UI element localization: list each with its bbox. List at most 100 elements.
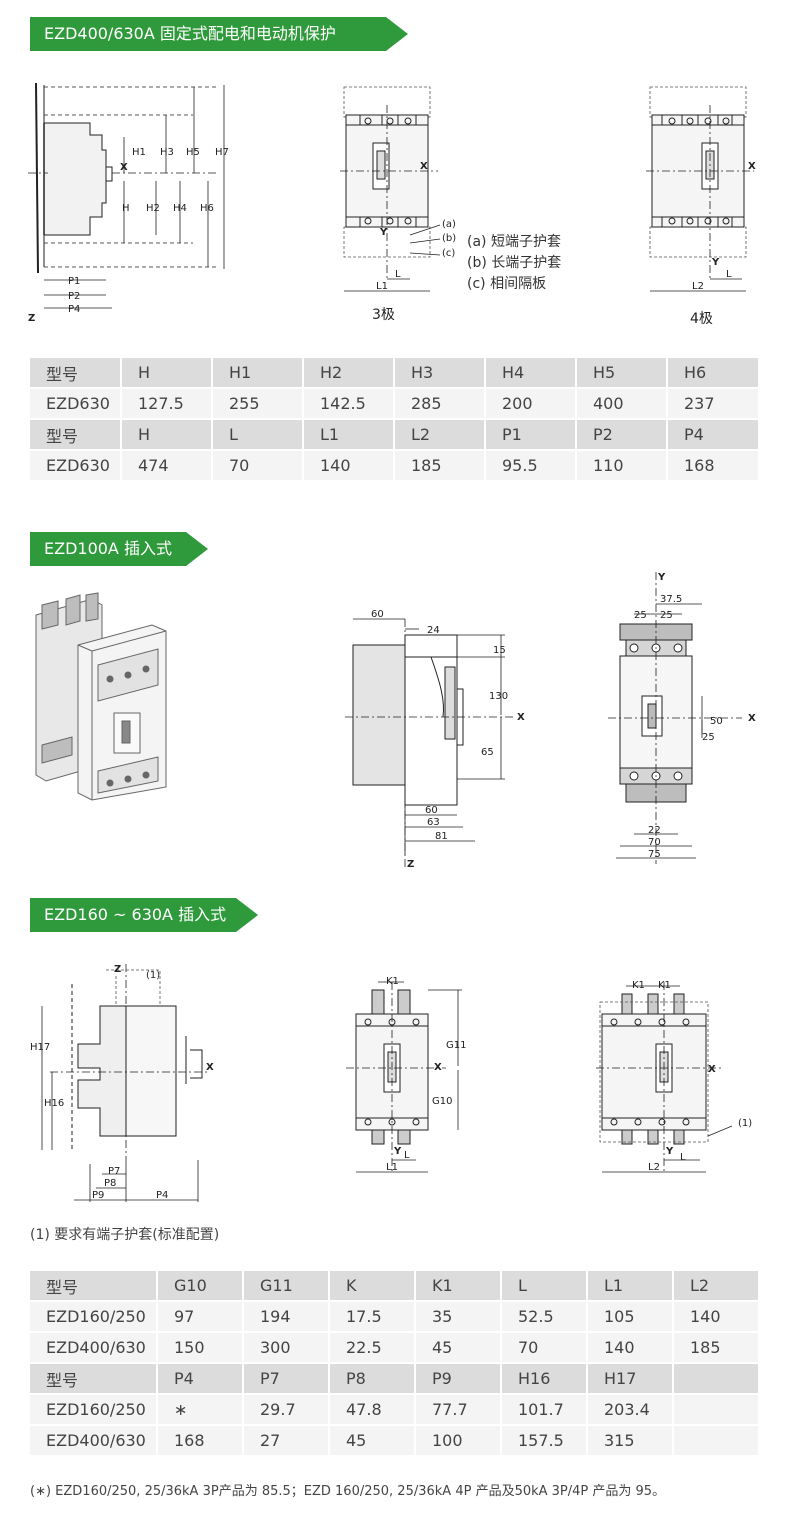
front-view-4p-diagram-3: K1 K1 X (1) Y L L2: [596, 980, 752, 1174]
label-x: X: [420, 161, 428, 172]
label-P2: P2: [68, 291, 80, 302]
table-header-cell: H16: [502, 1364, 588, 1395]
label-65: 65: [481, 747, 494, 758]
table-cell: 140: [674, 1302, 760, 1333]
table-cell: 474: [122, 451, 213, 482]
label-63: 63: [427, 817, 440, 828]
table-header-cell: H4: [486, 358, 577, 389]
legend-c: (c) 相间隔板: [467, 276, 547, 292]
table-cell: 194: [244, 1302, 330, 1333]
table-header-cell: 型号: [30, 420, 122, 451]
label-x: X: [748, 161, 756, 172]
label-P7: P7: [108, 1166, 120, 1177]
footnote-1: (1) 要求有端子护套(标准配置): [30, 1227, 220, 1243]
table-header-cell: H: [122, 358, 213, 389]
label-25-right: 25: [660, 610, 673, 621]
label-L: L: [680, 1152, 686, 1163]
table-header-cell: P4: [668, 420, 760, 451]
label-G10: G10: [432, 1096, 452, 1107]
label-H6: H6: [200, 203, 214, 214]
label-P4: P4: [68, 304, 80, 315]
label-x: X: [120, 162, 128, 173]
table-header-cell: L1: [304, 420, 395, 451]
table-cell: EZD630: [30, 451, 122, 482]
label-x: X: [434, 1062, 442, 1073]
legend-list: (a) 短端子护套 (b) 长端子护套 (c) 相间隔板: [467, 232, 561, 295]
table-header-cell: L: [213, 420, 304, 451]
label-G11: G11: [446, 1040, 466, 1051]
table-cell: 255: [213, 389, 304, 420]
label-H16: H16: [44, 1098, 64, 1109]
table-header-cell: [674, 1364, 760, 1395]
table-header-cell: L: [502, 1271, 588, 1302]
front-view-3p-diagram-3: K1 G11 G10 X Y L L1: [346, 976, 466, 1174]
label-70: 70: [648, 837, 661, 848]
label-H1: H1: [132, 147, 146, 158]
label-L: L: [395, 269, 401, 280]
label-75: 75: [648, 849, 661, 860]
section1-title: EZD400/630A 固定式配电和电动机保护: [30, 17, 408, 51]
table-cell: 285: [395, 389, 486, 420]
table-header-cell: H5: [577, 358, 668, 389]
label-60-top: 60: [371, 609, 384, 620]
label-37-5: 37.5: [660, 594, 682, 605]
label-H17: H17: [30, 1042, 50, 1053]
table-cell: 95.5: [486, 451, 577, 482]
table-cell: 140: [304, 451, 395, 482]
table-cell: 185: [395, 451, 486, 482]
table-cell: 237: [668, 389, 760, 420]
table-header-cell: H2: [304, 358, 395, 389]
table-cell: 127.5: [122, 389, 213, 420]
caption-3p: 3极: [372, 307, 395, 323]
table-header-cell: H6: [668, 358, 760, 389]
label-y: Y: [711, 257, 720, 268]
table-cell: EZD400/630: [30, 1333, 158, 1364]
label-L2: L2: [692, 281, 704, 292]
table-cell: 17.5: [330, 1302, 416, 1333]
table-cell: 200: [486, 389, 577, 420]
table-header-cell: P4: [158, 1364, 244, 1395]
table-header-cell: P1: [486, 420, 577, 451]
table-cell: 45: [330, 1426, 416, 1457]
product-illustration: [35, 592, 167, 801]
table-cell: 105: [588, 1302, 674, 1333]
table-header-cell: 型号: [30, 358, 122, 389]
label-15: 15: [493, 645, 506, 656]
table-cell: 47.8: [330, 1395, 416, 1426]
table-header-cell: G10: [158, 1271, 244, 1302]
table-header-cell: H1: [213, 358, 304, 389]
table-header-cell: 型号: [30, 1271, 158, 1302]
label-z: Z: [407, 859, 414, 870]
table-cell: 35: [416, 1302, 502, 1333]
table-cell: 29.7: [244, 1395, 330, 1426]
label-c: (c): [442, 248, 455, 259]
table-cell: 157.5: [502, 1426, 588, 1457]
label-K1-left: K1: [632, 980, 645, 991]
label-H: H: [122, 203, 130, 214]
section2-title: EZD100A 插入式: [30, 532, 208, 566]
label-L2: L2: [648, 1162, 660, 1173]
table-header-cell: P8: [330, 1364, 416, 1395]
table-cell: 100: [416, 1426, 502, 1457]
table-cell: 140: [588, 1333, 674, 1364]
table-header-cell: H: [122, 420, 213, 451]
label-L: L: [404, 1150, 410, 1161]
label-H4: H4: [173, 203, 187, 214]
table-cell: 168: [668, 451, 760, 482]
table-cell: 168: [158, 1426, 244, 1457]
label-y: Y: [665, 1146, 674, 1157]
label-note-1: (1): [738, 1118, 752, 1129]
table-header-cell: H3: [395, 358, 486, 389]
side-view-diagram-1: X Z H H1 H2 H3 H4 H5 H6 H7 P1 P2 P4: [28, 82, 229, 324]
table-cell: EZD160/250: [30, 1395, 158, 1426]
table-header-cell: G11: [244, 1271, 330, 1302]
label-P8: P8: [104, 1178, 116, 1189]
label-K1-right: K1: [658, 980, 671, 991]
caption-4p: 4极: [690, 311, 713, 327]
